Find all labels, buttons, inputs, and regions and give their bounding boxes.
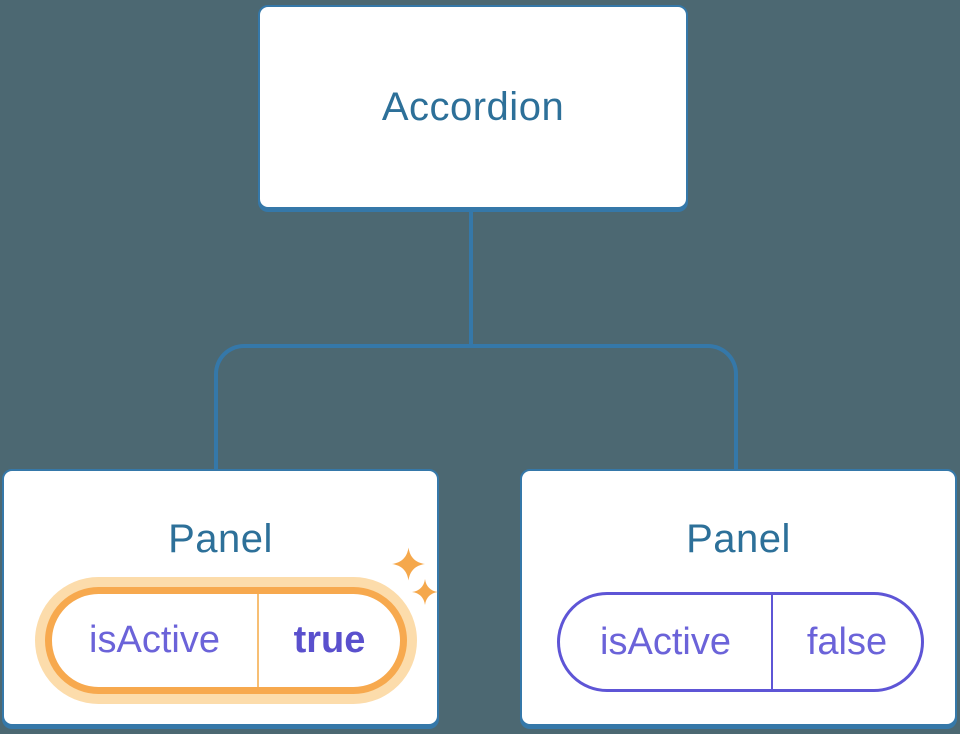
accordion-node: Accordion <box>258 5 688 209</box>
state-pill-inactive: isActive false <box>557 592 924 692</box>
panel-node-inactive: Panel isActive false <box>520 469 957 726</box>
pill-divider <box>257 594 259 687</box>
state-key-label: isActive <box>600 620 731 663</box>
sparkle-icon <box>412 579 438 605</box>
state-key-label: isActive <box>89 619 220 661</box>
accordion-node-label: Accordion <box>381 84 565 129</box>
pill-divider <box>771 595 773 689</box>
panel-node-title: Panel <box>686 517 791 561</box>
branch-connector-line <box>214 344 738 470</box>
panel-node-active: Panel isActive true <box>2 469 439 726</box>
state-value-label: false <box>806 620 888 663</box>
panel-node-title: Panel <box>168 517 273 561</box>
sparkle-icon <box>392 547 425 581</box>
state-value-label: true <box>293 619 366 661</box>
root-to-branch-connector-line <box>469 211 473 348</box>
state-pill-active: isActive true <box>45 587 407 694</box>
